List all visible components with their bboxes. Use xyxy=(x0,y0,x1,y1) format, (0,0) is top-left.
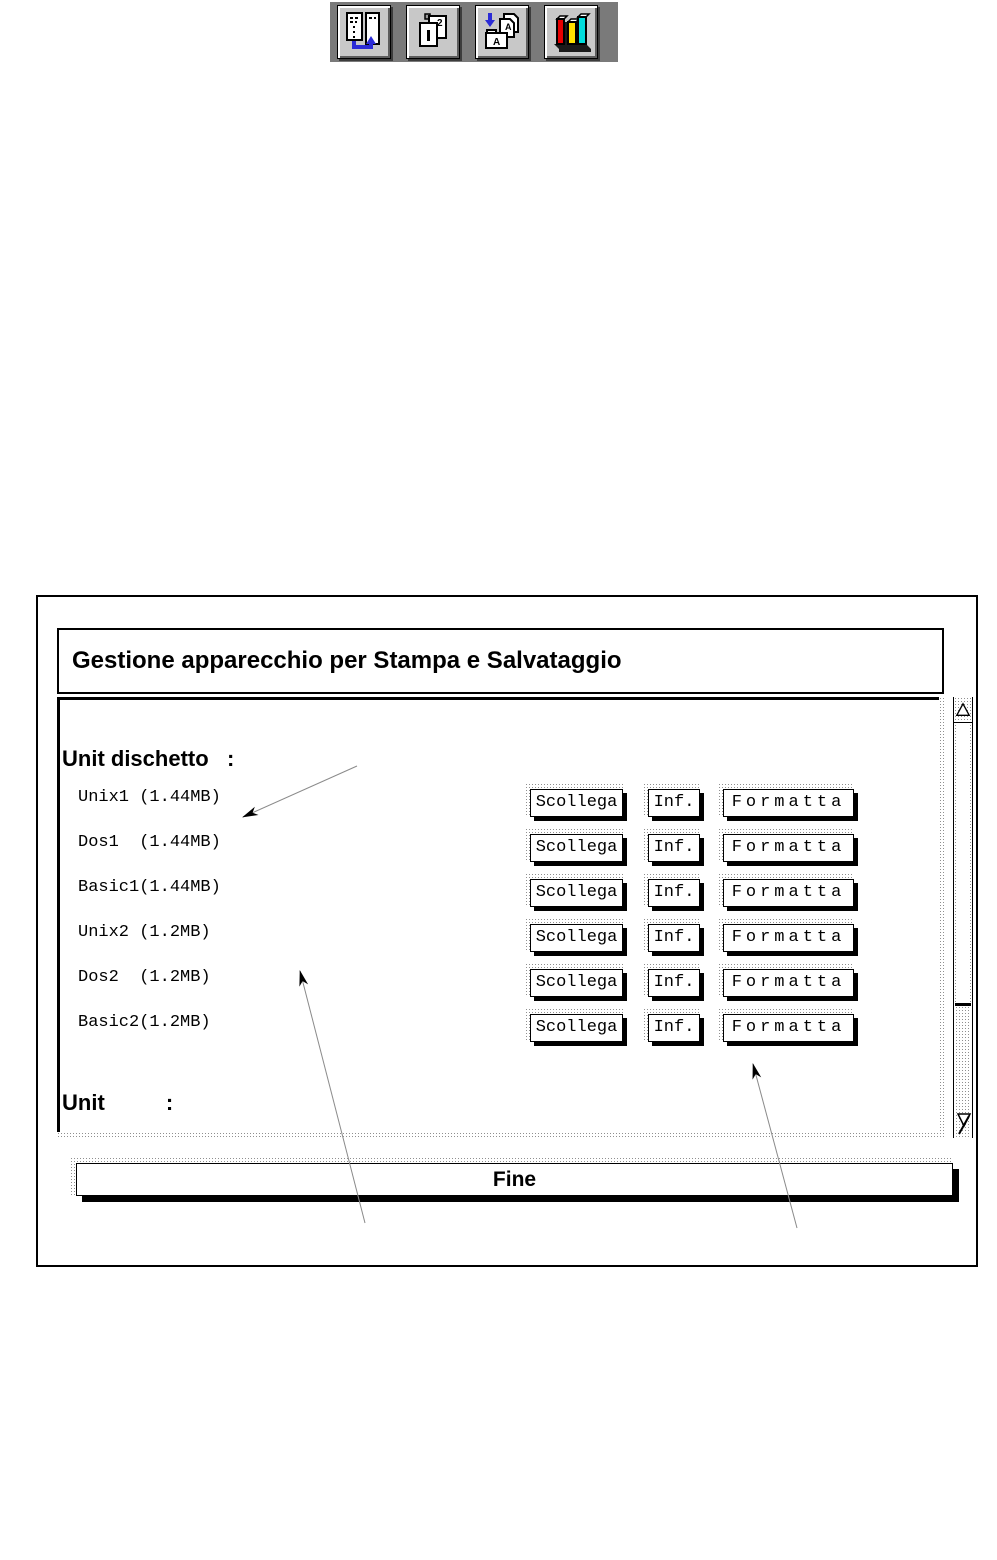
inf-button-row5[interactable]: Inf. xyxy=(643,963,700,997)
formatta-button-label: Formatta xyxy=(723,879,854,907)
formatta-button-row2[interactable]: Formatta xyxy=(718,828,854,862)
device-list-panel xyxy=(57,697,942,1135)
inf-button-row2[interactable]: Inf. xyxy=(643,828,700,862)
unit-label-dos2: Dos2 (1.2MB) xyxy=(78,968,211,987)
inf-button-label: Inf. xyxy=(648,924,700,952)
save-document-icon: A A xyxy=(485,13,519,49)
scollega-button-row5[interactable]: Scollega xyxy=(525,963,623,997)
drive-transfer-icon xyxy=(346,12,380,49)
vertical-scrollbar[interactable] xyxy=(953,697,973,1138)
inf-button-row6[interactable]: Inf. xyxy=(643,1008,700,1042)
library-books-button[interactable] xyxy=(544,5,598,59)
inf-button-row1[interactable]: Inf. xyxy=(643,783,700,817)
scroll-up-button[interactable] xyxy=(954,697,972,723)
inf-button-label: Inf. xyxy=(648,1014,700,1042)
drive-transfer-button[interactable] xyxy=(337,5,391,59)
formatta-button-label: Formatta xyxy=(723,789,854,817)
scollega-button-label: Scollega xyxy=(530,789,623,817)
up-triangle-icon xyxy=(955,701,971,716)
formatta-button-row5[interactable]: Formatta xyxy=(718,963,854,997)
scollega-button-label: Scollega xyxy=(530,969,623,997)
scrollbar-thumb[interactable] xyxy=(955,1003,972,1138)
inf-button-label: Inf. xyxy=(648,789,700,817)
formatta-button-row3[interactable]: Formatta xyxy=(718,873,854,907)
formatta-button-row6[interactable]: Formatta xyxy=(718,1008,854,1042)
formatta-button-label: Formatta xyxy=(723,924,854,952)
toolbar: 2 A A xyxy=(330,2,618,62)
inf-button-label: Inf. xyxy=(648,879,700,907)
unit-label-basic1: Basic1(1.44MB) xyxy=(78,878,221,897)
inf-button-row4[interactable]: Inf. xyxy=(643,918,700,952)
unit-label-basic2: Basic2(1.2MB) xyxy=(78,1013,211,1032)
panel-edge xyxy=(939,697,945,1138)
unit-label-unix1: Unix1 (1.44MB) xyxy=(78,788,221,807)
library-books-icon xyxy=(554,13,591,52)
inf-button-label: Inf. xyxy=(648,834,700,862)
dialog-title: Gestione apparecchio per Stampa e Salvat… xyxy=(72,647,622,674)
formatta-button-label: Formatta xyxy=(723,969,854,997)
scollega-button-row3[interactable]: Scollega xyxy=(525,873,623,907)
scollega-button-row2[interactable]: Scollega xyxy=(525,828,623,862)
scollega-button-label: Scollega xyxy=(530,834,623,862)
down-triangle-icon[interactable] xyxy=(956,1111,972,1135)
copy-pages-icon: 2 xyxy=(419,13,447,47)
scollega-button-label: Scollega xyxy=(530,1014,623,1042)
svg-text:A: A xyxy=(493,37,500,48)
scollega-button-row1[interactable]: Scollega xyxy=(525,783,623,817)
scollega-button-label: Scollega xyxy=(530,879,623,907)
formatta-button-row4[interactable]: Formatta xyxy=(718,918,854,952)
formatta-button-label: Formatta xyxy=(723,1014,854,1042)
formatta-button-label: Formatta xyxy=(723,834,854,862)
unit-label-unix2: Unix2 (1.2MB) xyxy=(78,923,211,942)
unit-section-label: Unit : xyxy=(62,1090,174,1115)
unit-label-dos1: Dos1 (1.44MB) xyxy=(78,833,221,852)
inf-button-label: Inf. xyxy=(648,969,700,997)
dialog-titlebar: Gestione apparecchio per Stampa e Salvat… xyxy=(57,628,944,694)
save-document-button[interactable]: A A xyxy=(475,5,529,59)
panel-edge xyxy=(57,1132,945,1139)
fine-button-label: Fine xyxy=(76,1163,953,1196)
dialog-window: Gestione apparecchio per Stampa e Salvat… xyxy=(36,595,978,1267)
fine-button[interactable]: Fine xyxy=(70,1157,953,1196)
floppy-section-label: Unit dischetto : xyxy=(62,746,235,771)
scollega-button-row6[interactable]: Scollega xyxy=(525,1008,623,1042)
scollega-button-label: Scollega xyxy=(530,924,623,952)
svg-text:A: A xyxy=(505,22,512,32)
copy-pages-button[interactable]: 2 xyxy=(406,5,460,59)
scollega-button-row4[interactable]: Scollega xyxy=(525,918,623,952)
svg-text:2: 2 xyxy=(437,18,443,29)
formatta-button-row1[interactable]: Formatta xyxy=(718,783,854,817)
inf-button-row3[interactable]: Inf. xyxy=(643,873,700,907)
